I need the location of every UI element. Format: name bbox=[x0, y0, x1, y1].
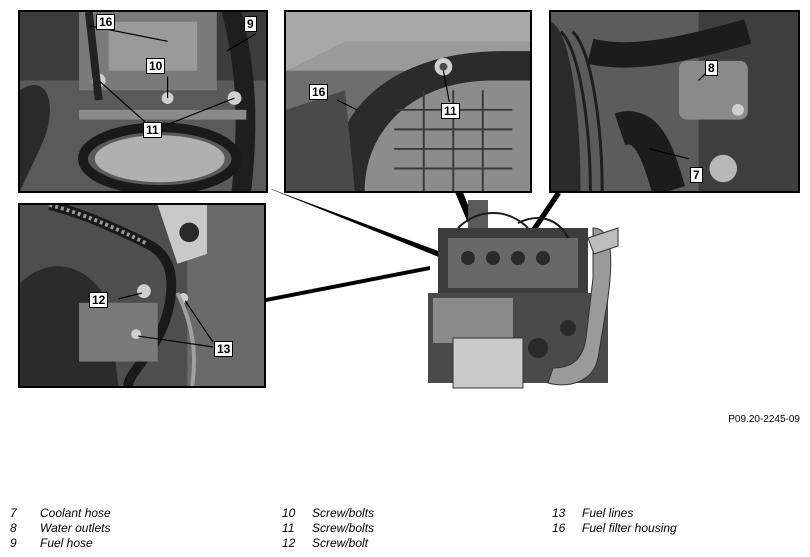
legend-number: 12 bbox=[282, 536, 296, 550]
callout-9: 9 bbox=[244, 16, 257, 32]
legend-label: Fuel lines bbox=[582, 506, 634, 520]
legend-number: 11 bbox=[282, 521, 295, 535]
callout-8: 8 bbox=[705, 60, 718, 76]
legend-item: 13 Fuel lines bbox=[552, 506, 677, 521]
detail-photo-water-outlet-image bbox=[551, 12, 798, 191]
detail-photo-fuel-lines-image bbox=[20, 205, 264, 386]
callout-7: 7 bbox=[690, 167, 703, 183]
legend-item: 12 Screw/bolt bbox=[282, 536, 374, 551]
engine-overview-drawing bbox=[428, 200, 619, 389]
callout-12: 12 bbox=[89, 292, 109, 308]
legend-number: 7 bbox=[10, 506, 17, 520]
callout-16-top-middle: 16 bbox=[309, 84, 329, 100]
callout-11-top-middle: 11 bbox=[441, 103, 460, 119]
detail-photo-fuel-filter-top bbox=[18, 10, 268, 193]
legend-number: 8 bbox=[10, 521, 17, 535]
legend-item: 10 Screw/bolts bbox=[282, 506, 374, 521]
legend-item: 9 Fuel hose bbox=[10, 536, 111, 551]
callout-11-top-left: 11 bbox=[143, 122, 162, 138]
engine-overview-image bbox=[418, 198, 623, 398]
legend-label: Fuel hose bbox=[40, 536, 93, 550]
callout-10: 10 bbox=[146, 58, 166, 74]
legend-item: 7 Coolant hose bbox=[10, 506, 111, 521]
legend-item: 16 Fuel filter housing bbox=[552, 521, 677, 536]
legend-label: Screw/bolts bbox=[312, 521, 375, 535]
legend-label: Screw/bolt bbox=[312, 536, 369, 550]
connector-line-left-bottom bbox=[266, 266, 430, 302]
detail-photo-water-outlet bbox=[549, 10, 800, 193]
detail-photo-fuel-filter-inner bbox=[284, 10, 532, 193]
legend-number: 9 bbox=[10, 536, 17, 550]
legend-label: Water outlets bbox=[40, 521, 111, 535]
callout-13: 13 bbox=[214, 341, 234, 357]
legend-item: 11 Screw/bolts bbox=[282, 521, 374, 536]
legend-column-3: 13 Fuel lines 16 Fuel filter housing bbox=[552, 506, 677, 536]
legend-number: 16 bbox=[552, 521, 566, 535]
legend-label: Fuel filter housing bbox=[582, 521, 677, 535]
callout-16-top-left: 16 bbox=[96, 14, 116, 30]
legend-column-2: 10 Screw/bolts 11 Screw/bolts 12 Screw/b… bbox=[282, 506, 374, 551]
detail-photo-fuel-filter-inner-image bbox=[286, 12, 530, 191]
legend-label: Coolant hose bbox=[40, 506, 111, 520]
legend-number: 10 bbox=[282, 506, 296, 520]
figure-id: P09.20-2245-09 bbox=[728, 414, 800, 425]
detail-photo-fuel-filter-top-image bbox=[20, 12, 266, 191]
legend-label: Screw/bolts bbox=[312, 506, 375, 520]
legend-item: 8 Water outlets bbox=[10, 521, 111, 536]
legend: 7 Coolant hose 8 Water outlets 9 Fuel ho… bbox=[0, 506, 810, 557]
legend-number: 13 bbox=[552, 506, 566, 520]
detail-photo-fuel-lines bbox=[18, 203, 266, 388]
legend-column-1: 7 Coolant hose 8 Water outlets 9 Fuel ho… bbox=[10, 506, 111, 551]
